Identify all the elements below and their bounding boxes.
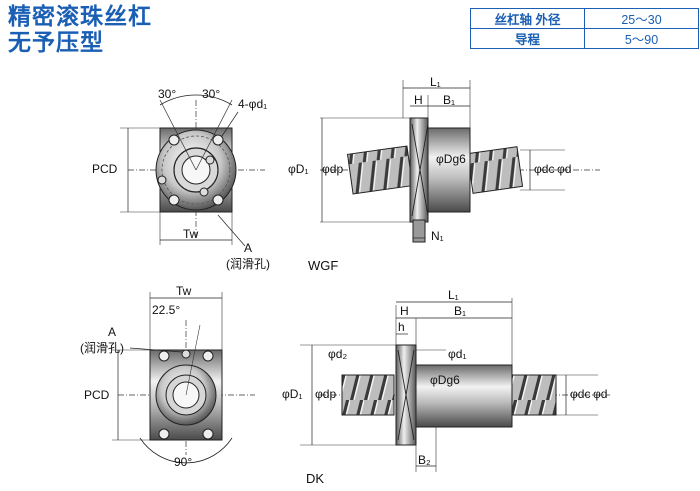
wgf-tw-label: Tw <box>183 227 199 241</box>
page-subtitle: 无予压型 <box>8 29 104 55</box>
dk-l1: L₁ <box>448 288 459 302</box>
wgf-d: φd <box>557 162 571 176</box>
wgf-d1: φD₁ <box>288 162 309 176</box>
wgf-dg6: φDg6 <box>436 152 466 166</box>
dk-h: H <box>400 304 409 318</box>
dk-front-view: Tw 22.5° A (润滑孔) PCD 90° <box>80 284 255 469</box>
wgf-angle-right: 30° <box>202 87 220 101</box>
dk-d1-left: φD₁ <box>282 387 303 401</box>
dk-b1: B₁ <box>454 304 466 318</box>
dk-d: φd <box>593 387 607 401</box>
dk-lube-a: A <box>108 325 116 339</box>
wgf-angle-left: 30° <box>158 87 176 101</box>
spec-row-shaft: 丝杠轴 外径 25～30 <box>470 8 699 29</box>
dk-dc: φdc <box>570 387 590 401</box>
wgf-pcd-label: PCD <box>92 162 118 176</box>
wgf-b1: B₁ <box>443 93 455 107</box>
dk-tw-label: Tw <box>176 284 192 298</box>
dk-dg6: φDg6 <box>430 373 460 387</box>
wgf-n1: N₁ <box>431 229 444 243</box>
wgf-side-view: L₁ H B₁ N₁ φD₁ φdp φDg6 φdc φd WGF <box>288 75 600 273</box>
dk-dp: φdp <box>315 387 336 401</box>
spec-row-lead: 导程 5～90 <box>470 28 699 49</box>
wgf-dc: φdc <box>534 162 554 176</box>
dk-lube-hole: (润滑孔) <box>80 341 124 355</box>
dk-side-view: L₁ H B₁ h φd₂ φd₁ φD₁ φdp φDg6 φdc φd B₂… <box>282 288 610 486</box>
wgf-lube-a: A <box>244 241 252 255</box>
wgf-dp: φdp <box>322 162 343 176</box>
dk-pcd-label: PCD <box>84 388 110 402</box>
wgf-h: H <box>414 93 423 107</box>
wgf-model-label: WGF <box>308 258 338 273</box>
dk-b2: B₂ <box>418 453 431 467</box>
dk-small-h: h <box>398 320 405 334</box>
wgf-holes-label: 4-φd₁ <box>238 97 267 111</box>
spec-label: 导程 <box>470 28 585 49</box>
wgf-front-view: 30° 30° 4-φd₁ PCD Tw A (润滑孔) <box>92 87 270 271</box>
dk-d1-small: φd₁ <box>448 347 467 361</box>
wgf-l1: L₁ <box>430 75 441 89</box>
page-title: 精密滚珠丝杠 <box>8 3 152 29</box>
dk-d2: φd₂ <box>328 347 347 361</box>
spec-value: 5～90 <box>584 28 699 49</box>
dk-model-label: DK <box>306 471 324 486</box>
wgf-lube-hole: (润滑孔) <box>226 257 270 271</box>
spec-table: 丝杠轴 外径 25～30 导程 5～90 <box>470 8 699 49</box>
dk-angle-top: 22.5° <box>152 303 180 317</box>
spec-label: 丝杠轴 外径 <box>470 8 585 29</box>
dk-angle-bottom: 90° <box>174 455 192 469</box>
